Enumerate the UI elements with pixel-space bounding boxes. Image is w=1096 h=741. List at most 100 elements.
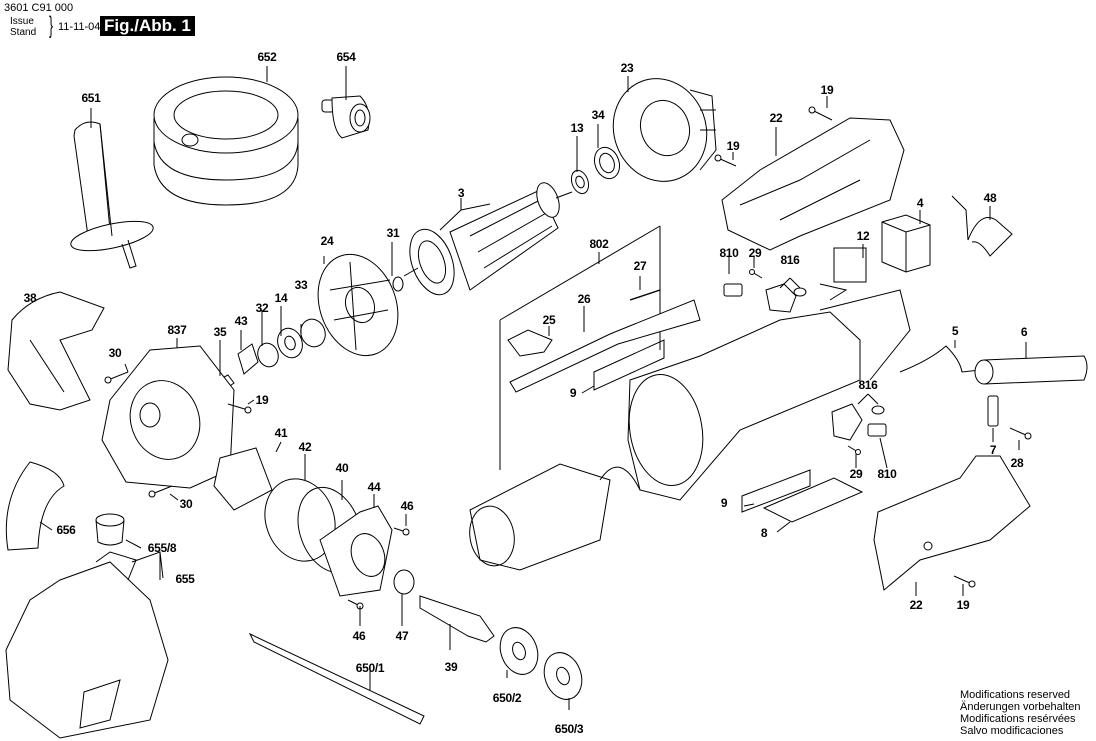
part-spring-clip xyxy=(951,195,1013,257)
part-side-handle xyxy=(70,121,154,269)
callout-19: 19 xyxy=(255,393,269,407)
callout-816: 816 xyxy=(858,378,878,392)
part-fan-baffle xyxy=(612,78,717,182)
part-wire-5 xyxy=(899,345,981,373)
callout-48: 48 xyxy=(983,191,997,205)
callout-655-8: 655/8 xyxy=(147,541,177,555)
part-crown-gear xyxy=(264,478,336,562)
part-bearing-flange xyxy=(317,253,399,357)
callout-6: 6 xyxy=(1020,325,1028,339)
callout-802: 802 xyxy=(589,237,609,251)
part-number: 3601 C91 000 xyxy=(4,2,74,14)
issue-stand-label: Issue Stand xyxy=(10,16,36,38)
callout-27: 27 xyxy=(633,259,647,273)
callout-7: 7 xyxy=(989,443,997,457)
part-elbow-656 xyxy=(5,461,65,551)
leader-lines xyxy=(39,66,1027,710)
figure-title-badge: Fig./Abb. 1 xyxy=(100,16,195,36)
part-ball-bearing-14 xyxy=(277,327,303,359)
screw-28 xyxy=(1009,427,1032,440)
part-strain-relief xyxy=(987,395,999,427)
callout-9: 9 xyxy=(720,496,728,510)
callout-8: 8 xyxy=(760,526,768,540)
callout-5: 5 xyxy=(951,324,959,338)
screw-46a xyxy=(393,527,410,536)
callout-30: 30 xyxy=(179,497,193,511)
callout-26: 26 xyxy=(577,292,591,306)
part-extraction-guard xyxy=(5,551,169,739)
callout-23: 23 xyxy=(620,61,634,75)
part-flange-650-3 xyxy=(543,652,583,700)
callout-810: 810 xyxy=(719,246,739,260)
part-button-25 xyxy=(507,329,553,357)
callout-38: 38 xyxy=(23,291,37,305)
screw-30b xyxy=(148,485,173,498)
part-brush-holder-816a xyxy=(765,283,797,313)
part-spring-816a xyxy=(793,287,807,297)
callout-22: 22 xyxy=(909,598,923,612)
callout-46: 46 xyxy=(400,499,414,513)
callout-19: 19 xyxy=(956,598,970,612)
callout-25: 25 xyxy=(542,313,556,327)
callout-4: 4 xyxy=(916,196,924,210)
callout-651: 651 xyxy=(81,91,101,105)
screw-19a xyxy=(808,106,833,121)
part-spring-816b xyxy=(871,405,885,415)
callout-650-3: 650/3 xyxy=(554,722,584,736)
callout-35: 35 xyxy=(213,325,227,339)
callout-29: 29 xyxy=(748,246,762,260)
modifications-notice: Modifications reserved Änderungen vorbeh… xyxy=(960,689,1080,737)
callout-41: 41 xyxy=(274,426,288,440)
part-adapter xyxy=(321,95,371,139)
callout-40: 40 xyxy=(335,461,349,475)
callout-19: 19 xyxy=(726,139,740,153)
part-carbon-brush-810b xyxy=(867,423,887,437)
callout-14: 14 xyxy=(274,291,288,305)
callout-29: 29 xyxy=(849,467,863,481)
part-label-9a xyxy=(593,339,665,391)
callout-654: 654 xyxy=(336,50,356,64)
part-bearing-ring-34 xyxy=(593,146,621,180)
part-switch xyxy=(881,214,931,273)
part-clamp-ring xyxy=(95,513,125,546)
callout-3: 3 xyxy=(457,186,465,200)
part-hose-coil xyxy=(153,76,299,206)
issue-date: 11-11-04 xyxy=(58,21,101,33)
callout-656: 656 xyxy=(56,523,76,537)
part-slide-26 xyxy=(509,299,701,393)
screw-19b xyxy=(714,154,737,167)
callout-47: 47 xyxy=(395,629,409,643)
part-guard-38 xyxy=(7,291,105,411)
notice-line-de: Änderungen vorbehalten xyxy=(960,701,1081,713)
screw-30a xyxy=(104,371,129,384)
screw-29b xyxy=(847,445,861,455)
notice-line-en: Modifications reserved xyxy=(960,689,1071,701)
part-flange-650-2 xyxy=(499,627,539,675)
part-field-stator xyxy=(469,463,641,571)
screw-19d xyxy=(953,575,976,588)
callout-32: 32 xyxy=(255,301,269,315)
screw-19c xyxy=(227,403,252,414)
callout-650-2: 650/2 xyxy=(492,691,522,705)
part-housing-cover-top xyxy=(721,117,905,251)
callout-837: 837 xyxy=(167,323,187,337)
issue-label: Issue xyxy=(10,16,34,27)
callout-43: 43 xyxy=(234,314,248,328)
part-gasket-41 xyxy=(213,447,273,511)
part-suppressor xyxy=(819,247,867,301)
stand-label: Stand xyxy=(10,27,37,38)
callout-34: 34 xyxy=(591,108,605,122)
callout-42: 42 xyxy=(298,440,312,454)
callout-30: 30 xyxy=(108,346,122,360)
callout-24: 24 xyxy=(320,234,334,248)
part-motor-housing xyxy=(627,289,911,501)
screw-46b xyxy=(347,599,364,610)
part-brush-holder-816b xyxy=(831,403,863,441)
callout-9: 9 xyxy=(569,386,577,400)
part-gear-housing xyxy=(101,345,235,489)
callout-652: 652 xyxy=(257,50,277,64)
part-ring-33 xyxy=(300,318,326,348)
screw-29a xyxy=(749,269,763,279)
part-washer-31 xyxy=(392,276,404,292)
